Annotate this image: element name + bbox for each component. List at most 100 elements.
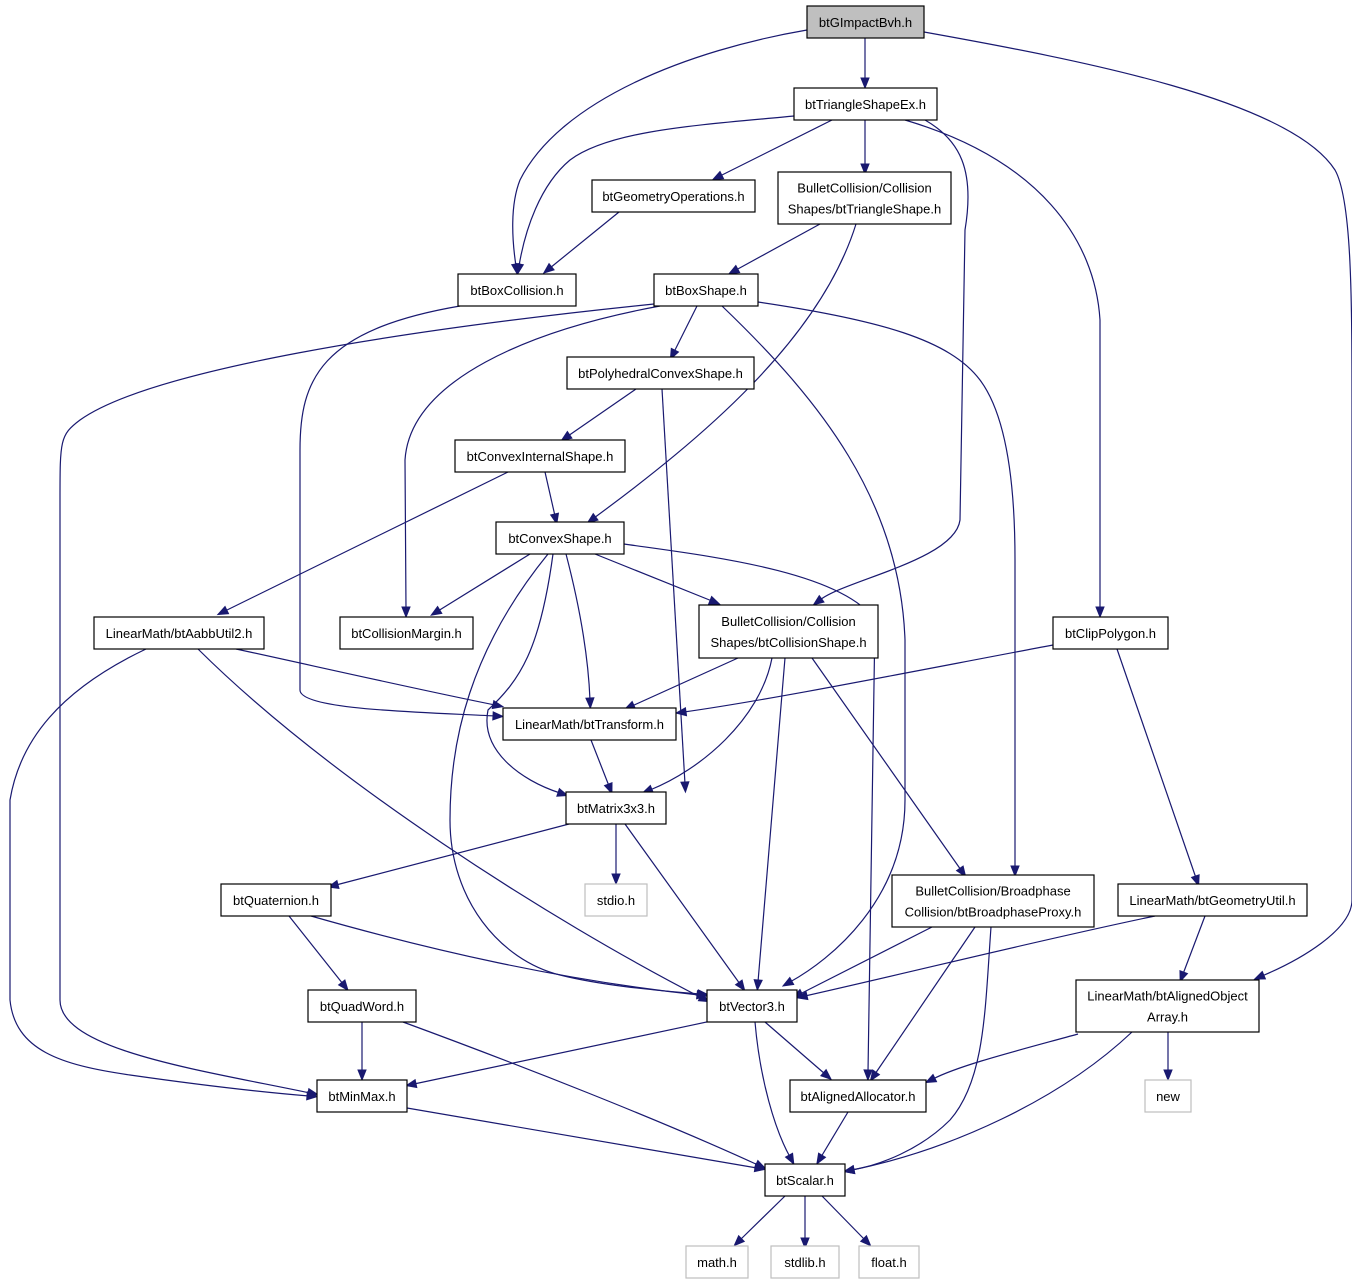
node-box[interactable] xyxy=(339,616,474,650)
edge-bt_geometry_util-to-bt_vector3 xyxy=(795,915,1156,1001)
node-bt-convex-internal-shape[interactable]: btConvexInternalShape.h xyxy=(454,439,626,473)
edge-line xyxy=(811,657,962,871)
node-box[interactable] xyxy=(1144,1079,1192,1113)
node-box[interactable] xyxy=(1075,979,1260,1033)
edge-bt_box_shape-to-bt_polyhedral_convex_shape xyxy=(669,305,698,361)
node-box[interactable] xyxy=(566,356,755,390)
node-bt-polyhedral-convex-shape[interactable]: btPolyhedralConvexShape.h xyxy=(566,356,755,390)
edge-line xyxy=(923,31,1352,977)
node-bt-matrix3x3[interactable]: btMatrix3x3.h xyxy=(565,791,667,825)
node-box[interactable] xyxy=(777,171,952,225)
edge-line xyxy=(590,739,610,787)
edge-line xyxy=(721,305,906,983)
edge-line xyxy=(649,657,773,791)
node-box[interactable] xyxy=(93,616,265,650)
node-label: btAlignedAllocator.h xyxy=(801,1089,916,1104)
node-bt-convex-shape[interactable]: btConvexShape.h xyxy=(495,521,625,555)
edge-bt_collision_shape-to-bt_broadphase_proxy xyxy=(811,657,967,878)
node-bt-transform[interactable]: LinearMath/btTransform.h xyxy=(502,707,677,741)
edge-line xyxy=(1182,915,1206,975)
node-bt-aabb-util2[interactable]: LinearMath/btAabbUtil2.h xyxy=(93,616,265,650)
node-box[interactable] xyxy=(1052,616,1169,650)
node-bt-collision-shape[interactable]: BulletCollision/CollisionShapes/btCollis… xyxy=(698,604,879,659)
node-bt-box-shape[interactable]: btBoxShape.h xyxy=(653,273,759,307)
edge-line xyxy=(1116,648,1197,879)
node-box[interactable] xyxy=(220,883,332,917)
edge-arrowhead xyxy=(795,990,809,1001)
node-box[interactable] xyxy=(770,1245,840,1279)
node-box[interactable] xyxy=(454,439,626,473)
node-bt-quad-word[interactable]: btQuadWord.h xyxy=(307,989,417,1023)
node-box[interactable] xyxy=(1117,883,1308,917)
node-box[interactable] xyxy=(457,273,577,307)
node-bt-min-max[interactable]: btMinMax.h xyxy=(316,1079,408,1113)
edge-arrowhead xyxy=(586,512,599,524)
node-box[interactable] xyxy=(316,1079,408,1113)
edge-bt_box_shape-to-bt_broadphase_proxy xyxy=(757,301,1020,878)
node-float-h[interactable]: float.h xyxy=(858,1245,920,1279)
node-label: stdlib.h xyxy=(784,1255,825,1270)
node-box[interactable] xyxy=(584,883,648,917)
edge-arrowhead xyxy=(1095,606,1105,619)
node-bt-gimpact-bvh[interactable]: btGImpactBvh.h xyxy=(806,5,925,39)
node-bt-broadphase-proxy[interactable]: BulletCollision/BroadphaseCollision/btBr… xyxy=(891,874,1095,928)
edge-arrowhead xyxy=(955,865,967,878)
edge-bt_geometry_util-to-bt_aligned_object_array xyxy=(1179,915,1206,983)
edge-bt_gimpact_bvh-to-bt_aligned_object_array xyxy=(923,31,1352,980)
node-box[interactable] xyxy=(591,179,756,213)
edge-line xyxy=(567,388,637,437)
node-label: math.h xyxy=(697,1255,737,1270)
node-bt-geometry-operations[interactable]: btGeometryOperations.h xyxy=(591,179,756,213)
node-box[interactable] xyxy=(653,273,759,307)
node-box[interactable] xyxy=(858,1245,920,1279)
node-label: LinearMath/btAabbUtil2.h xyxy=(106,626,253,641)
edge-bt_transform-to-bt_matrix3x3 xyxy=(590,739,613,795)
node-box[interactable] xyxy=(495,521,625,555)
node-box[interactable] xyxy=(793,87,938,121)
edge-bt_box_shape-to-bt_min_max xyxy=(59,303,655,1098)
node-bt-geometry-util[interactable]: LinearMath/btGeometryUtil.h xyxy=(1117,883,1308,917)
node-label: btClipPolygon.h xyxy=(1065,626,1156,641)
edge-arrowhead xyxy=(680,781,690,794)
node-stdlib-h[interactable]: stdlib.h xyxy=(770,1245,840,1279)
node-label: btConvexInternalShape.h xyxy=(467,449,614,464)
edge-line xyxy=(310,915,700,996)
node-box[interactable] xyxy=(698,604,879,659)
node-box[interactable] xyxy=(806,5,925,39)
edge-line xyxy=(631,657,739,707)
node-box[interactable] xyxy=(502,707,677,741)
node-new-h[interactable]: new xyxy=(1144,1079,1192,1113)
node-box[interactable] xyxy=(307,989,417,1023)
node-box[interactable] xyxy=(789,1079,927,1113)
node-bt-box-collision[interactable]: btBoxCollision.h xyxy=(457,273,577,307)
node-bt-clip-polygon[interactable]: btClipPolygon.h xyxy=(1052,616,1169,650)
node-label: LinearMath/btAlignedObject xyxy=(1087,989,1248,1004)
node-label: btTriangleShapeEx.h xyxy=(805,97,926,112)
node-box[interactable] xyxy=(706,989,798,1023)
edge-line xyxy=(59,303,655,1094)
edge-bt_box_shape-to-bt_collision_margin xyxy=(401,305,661,619)
node-stdio-h[interactable]: stdio.h xyxy=(584,883,648,917)
node-bt-aligned-allocator[interactable]: btAlignedAllocator.h xyxy=(789,1079,927,1113)
node-bt-scalar[interactable]: btScalar.h xyxy=(764,1163,846,1197)
edge-line xyxy=(402,1021,759,1166)
edge-line xyxy=(594,553,713,602)
node-bt-collision-margin[interactable]: btCollisionMargin.h xyxy=(339,616,474,650)
node-math-h[interactable]: math.h xyxy=(685,1245,749,1279)
node-bt-vector3[interactable]: btVector3.h xyxy=(706,989,798,1023)
node-box[interactable] xyxy=(891,874,1095,928)
edge-bt_broadphase_proxy-to-bt_aligned_allocator xyxy=(869,926,976,1082)
node-box[interactable] xyxy=(685,1245,749,1279)
edge-arrowhead xyxy=(711,170,725,181)
edge-arrowhead xyxy=(492,711,505,721)
edge-bt_quad_word-to-bt_min_max xyxy=(357,1022,367,1082)
edge-bt_collision_shape-to-bt_transform xyxy=(623,657,739,710)
node-box[interactable] xyxy=(764,1163,846,1197)
node-box[interactable] xyxy=(565,791,667,825)
node-bt-quaternion[interactable]: btQuaternion.h xyxy=(220,883,332,917)
edge-line xyxy=(799,926,933,995)
node-bt-triangle-shape-ex[interactable]: btTriangleShapeEx.h xyxy=(793,87,938,121)
edge-bt_convex_shape-to-bt_vector3 xyxy=(449,553,710,999)
node-bt-triangle-shape[interactable]: BulletCollision/CollisionShapes/btTriang… xyxy=(777,171,952,225)
